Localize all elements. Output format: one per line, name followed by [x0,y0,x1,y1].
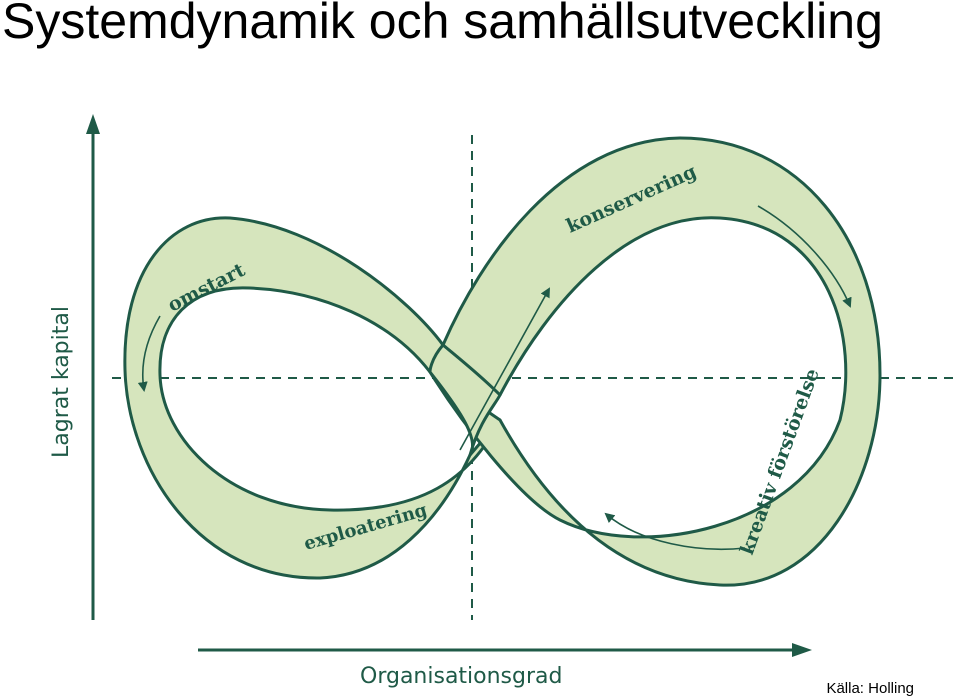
kreativ-arrow [604,512,746,551]
page-title: Systemdynamik och samhällsutveckling [2,0,883,49]
figure-eight-band [123,136,882,587]
y-axis-label: Lagrat kapital [49,306,74,458]
omstart-arrow [137,315,161,392]
left-loop-band [123,216,502,580]
exploatering-arrow [459,287,550,451]
y-axis-arrowhead [86,114,100,134]
right-loop-band [428,136,882,587]
x-axis-arrowhead [792,643,812,657]
crossing-band [428,343,502,457]
flow-arrows [137,205,852,551]
x-axis-label: Organisationsgrad [360,664,562,689]
konservering-arrow [757,205,852,308]
source-caption: Källa: Holling [826,680,914,697]
